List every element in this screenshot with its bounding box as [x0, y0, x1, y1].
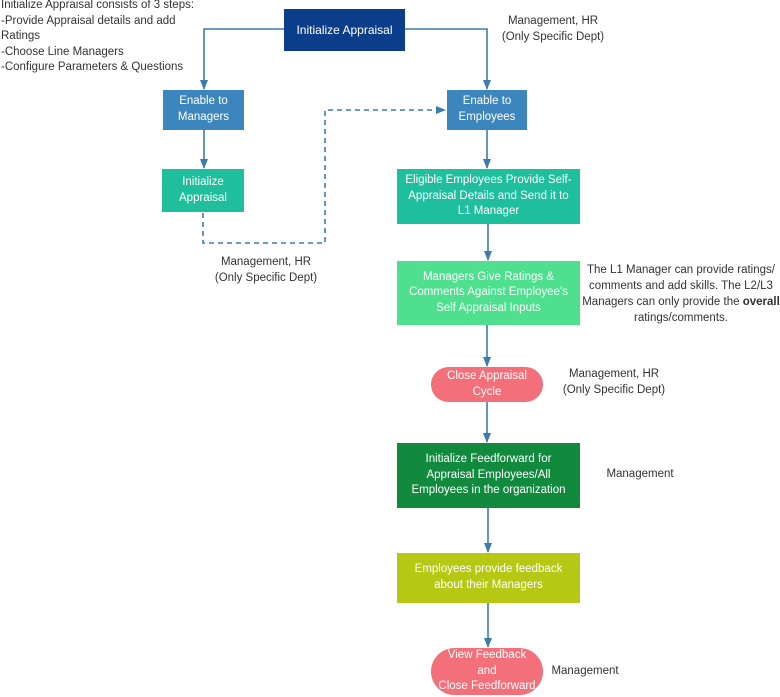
- node-enable-to-employees: Enable to Employees: [447, 90, 527, 130]
- connector-dashed-left-to-employees: [202, 106, 446, 244]
- role-label-feedforward: Management: [606, 468, 674, 480]
- node-employees-feedback: Employees provide feedback about their M…: [397, 553, 580, 603]
- l1-manager-note: The L1 Manager can provide ratings/ comm…: [582, 262, 780, 326]
- role-label-top: Management, HR (Only Specific Dept): [501, 15, 605, 43]
- l1-note-bold-overall: overall: [742, 296, 780, 309]
- node-initialize-appraisal-left: Initialize Appraisal: [162, 169, 244, 212]
- steps-note: Initialize Appraisal consists of 3 steps…: [1, 0, 195, 74]
- node-self-appraisal: Eligible Employees Provide Self- Apprais…: [397, 169, 580, 224]
- l1-note-end: .: [724, 312, 728, 325]
- connector-init-to-employees: [405, 28, 491, 90]
- node-initialize-appraisal-top: Initialize Appraisal: [284, 9, 405, 51]
- connector-init-to-managers: [200, 28, 284, 90]
- node-enable-to-managers: Enable to Managers: [163, 90, 244, 130]
- node-managers-ratings: Managers Give Ratings & Comments Against…: [397, 261, 580, 325]
- role-label-left: Management, HR (Only Specific Dept): [214, 256, 318, 284]
- l1-note-text: The L1 Manager can provide ratings/ comm…: [582, 264, 775, 309]
- role-label-view: Management: [551, 665, 619, 677]
- node-initialize-feedforward: Initialize Feedforward for Appraisal Emp…: [397, 443, 580, 508]
- node-view-feedback: View Feedback and Close Feedforward: [431, 648, 543, 695]
- role-label-close: Management, HR (Only Specific Dept): [562, 368, 666, 396]
- l1-note-bold-ratings: ratings/comments: [634, 312, 725, 325]
- node-close-appraisal-cycle: Close Appraisal Cycle: [431, 367, 543, 402]
